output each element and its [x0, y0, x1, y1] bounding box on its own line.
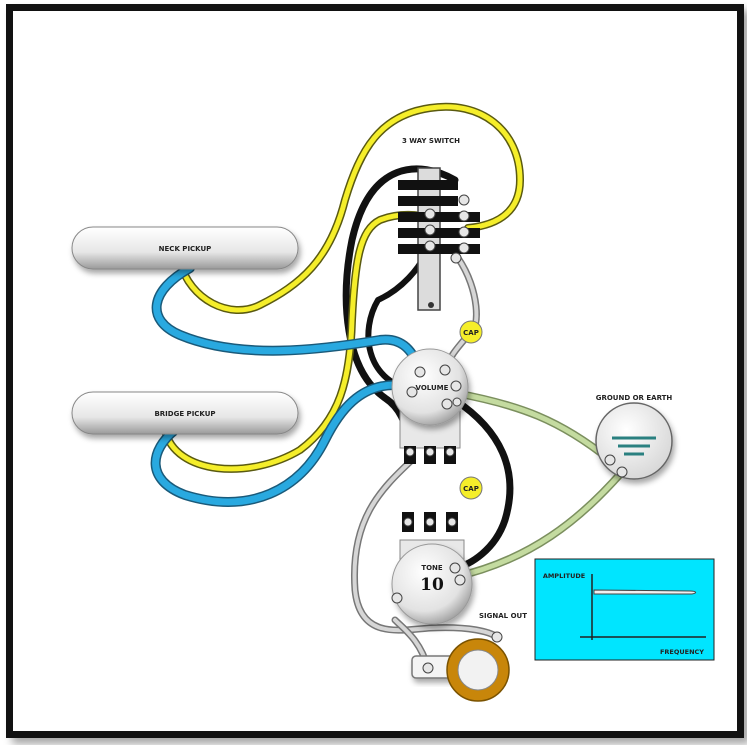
green-ground-wire-volume	[451, 389, 614, 464]
tone-pot[interactable]	[391, 512, 473, 625]
switch-label: 3 WAY SWITCH	[402, 137, 460, 145]
neck-pickup-label: NECK PICKUP	[159, 245, 212, 253]
neck-pickup	[71, 226, 299, 270]
black-wire-switch-volume	[342, 165, 459, 456]
volume-label: VOLUME	[416, 384, 449, 392]
amplitude-label: AMPLITUDE	[543, 572, 585, 580]
ground-label: GROUND OR EARTH	[596, 394, 673, 402]
grey-wire-cap-switch	[441, 254, 480, 374]
black-wire-switch-volume-2	[365, 242, 433, 393]
black-wire-volume-tone	[451, 396, 514, 572]
cap-lower-label: CAP	[463, 485, 479, 493]
output-jack[interactable]	[411, 631, 510, 702]
signal-out-label: SIGNAL OUT	[479, 612, 527, 620]
tone-value: 10	[420, 575, 444, 595]
green-ground-wire-tone-fill	[452, 469, 625, 580]
bridge-pickup	[71, 391, 299, 435]
volume-pot[interactable]	[391, 348, 469, 464]
tone-label: TONE	[421, 564, 443, 572]
cap-upper-label: CAP	[463, 329, 479, 337]
ground-point	[595, 402, 673, 480]
cap-lower	[459, 476, 483, 500]
cap-upper	[459, 320, 483, 344]
frequency-label: FREQUENCY	[660, 648, 704, 656]
three-way-switch[interactable]	[398, 167, 480, 311]
response-curve	[593, 589, 697, 595]
bridge-pickup-label: BRIDGE PICKUP	[154, 410, 215, 418]
green-ground-wire-volume-fill	[452, 390, 613, 463]
frequency-response-graph	[534, 558, 715, 661]
